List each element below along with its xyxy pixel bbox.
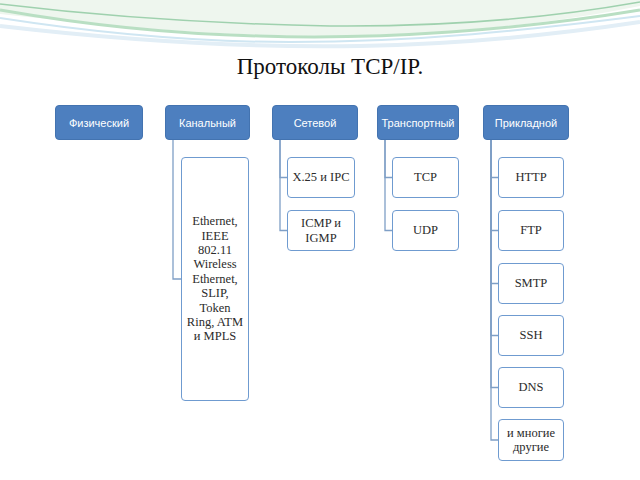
diagram-title: Протоколы TCP/IP. bbox=[120, 54, 540, 80]
layer-name: Канальный bbox=[179, 117, 236, 129]
protocol-name: и многие другие bbox=[503, 426, 559, 455]
tree-connector bbox=[491, 140, 498, 178]
tree-connector bbox=[491, 140, 498, 388]
protocol-box: TCP bbox=[392, 157, 459, 198]
protocol-box: ICMP и IGMP bbox=[287, 210, 355, 251]
tree-connector bbox=[280, 140, 287, 231]
layer-header: Сетевой bbox=[272, 105, 358, 140]
protocol-box: UDP bbox=[392, 210, 459, 251]
protocol-name: HTTP bbox=[515, 170, 546, 184]
swoosh-line bbox=[0, 2, 640, 26]
layer-header: Канальный bbox=[165, 105, 250, 140]
protocol-box: и многие другие bbox=[498, 419, 564, 461]
layer-header: Транспортный bbox=[377, 105, 459, 140]
protocol-box: DNS bbox=[498, 367, 564, 408]
layer-name: Физический bbox=[69, 117, 129, 129]
tree-connector bbox=[491, 140, 498, 231]
protocol-name: DNS bbox=[518, 380, 543, 394]
protocol-name: ICMP и IGMP bbox=[292, 216, 350, 245]
tree-connector bbox=[385, 140, 392, 231]
tree-connector bbox=[491, 140, 498, 440]
protocol-name: SMTP bbox=[515, 276, 548, 290]
layer-name: Сетевой bbox=[294, 117, 337, 129]
layer-header: Физический bbox=[55, 105, 143, 140]
protocol-box: FTP bbox=[498, 210, 564, 251]
protocol-name: Ethernet, IEEE 802.11 Wireless Ethernet,… bbox=[186, 214, 244, 343]
protocol-box: X.25 и IPC bbox=[287, 157, 355, 198]
protocol-box: SMTP bbox=[498, 263, 564, 304]
tree-connector bbox=[173, 140, 181, 279]
protocol-name: FTP bbox=[520, 223, 542, 237]
tree-connector bbox=[491, 140, 498, 336]
layer-name: Прикладной bbox=[495, 117, 557, 129]
protocol-box: SSH bbox=[498, 315, 564, 356]
swoosh-line bbox=[0, 16, 640, 42]
tree-connector bbox=[385, 140, 392, 178]
protocol-box: HTTP bbox=[498, 157, 564, 198]
protocol-name: TCP bbox=[414, 170, 437, 184]
protocol-box: Ethernet, IEEE 802.11 Wireless Ethernet,… bbox=[181, 157, 249, 401]
layer-name: Транспортный bbox=[381, 117, 454, 129]
protocol-name: SSH bbox=[520, 328, 543, 342]
layer-header: Прикладной bbox=[483, 105, 569, 140]
protocol-name: UDP bbox=[413, 223, 438, 237]
swoosh-line bbox=[0, 22, 640, 46]
protocol-name: X.25 и IPC bbox=[292, 170, 349, 184]
tree-connector bbox=[280, 140, 287, 178]
tree-connector bbox=[491, 140, 498, 284]
